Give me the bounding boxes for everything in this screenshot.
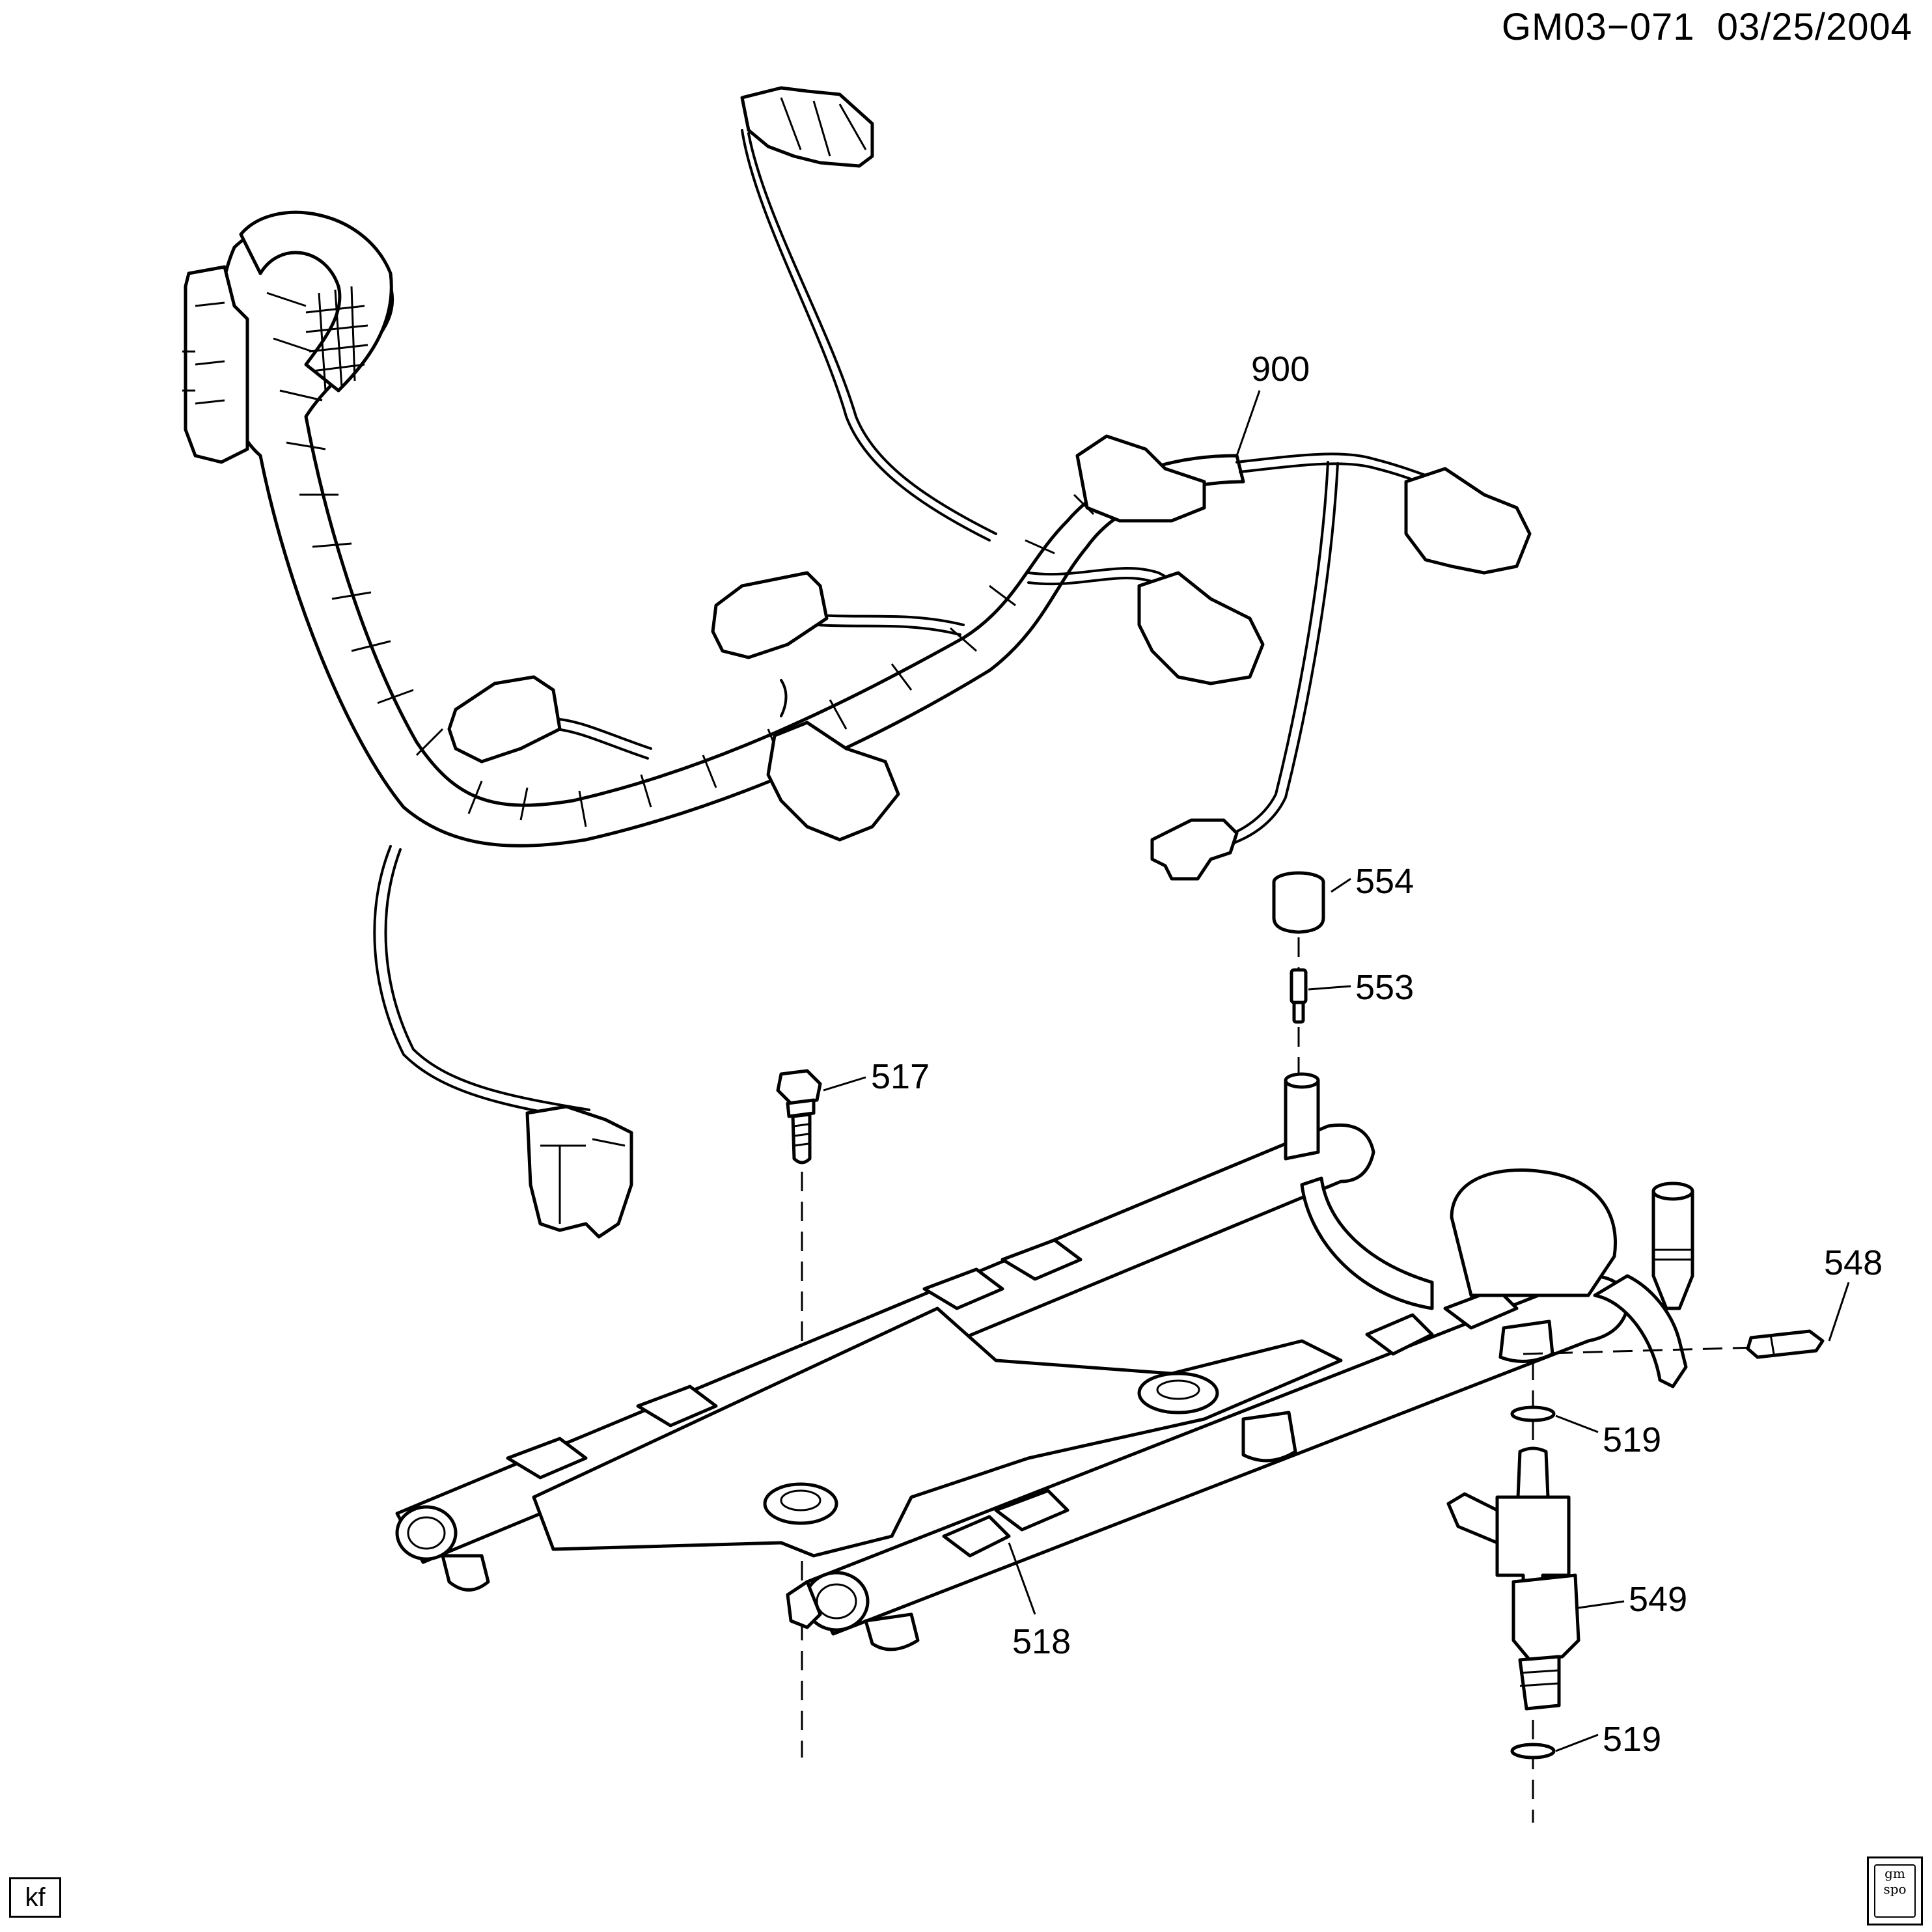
rail-tab xyxy=(922,1267,1004,1310)
callout-554: 554 xyxy=(1355,862,1414,901)
rail-tab xyxy=(942,1515,1011,1558)
part-548-clip xyxy=(1746,1329,1825,1359)
rail-tab xyxy=(1000,1238,1083,1281)
diagram-date: 03/25/2004 xyxy=(1717,6,1912,48)
harness-branch-sensor xyxy=(780,679,788,717)
injector-cup xyxy=(441,1554,490,1592)
ecm-connector-detail xyxy=(182,301,225,405)
callout-519-lower: 519 xyxy=(1603,1720,1661,1759)
injector-connector-4 xyxy=(711,571,829,659)
injector-connector-1 xyxy=(1075,434,1206,523)
injector-cup xyxy=(1498,1319,1554,1363)
part-517-bolt xyxy=(776,1069,822,1165)
initials-text: kf xyxy=(25,1883,46,1912)
callout-518: 518 xyxy=(1012,1622,1071,1661)
rail-outlet-tube xyxy=(1593,1274,1688,1388)
coil-grid xyxy=(305,286,368,391)
part-553-valve xyxy=(1290,968,1308,1024)
callout-900: 900 xyxy=(1251,350,1310,389)
injector-connector-5 xyxy=(447,675,562,764)
bottom-connector xyxy=(525,1105,633,1239)
top-connector xyxy=(740,86,874,168)
harness-branch-lower-left xyxy=(559,718,652,750)
rail-hole xyxy=(763,1482,838,1525)
leader-519a xyxy=(1555,1414,1599,1433)
leader-lines xyxy=(823,390,1850,1752)
leader-900 xyxy=(1235,390,1261,456)
leader-553 xyxy=(1308,985,1351,991)
wiring-harness xyxy=(217,129,1459,1121)
harness-branch-lower-b xyxy=(384,848,590,1111)
fuel-pressure-regulator xyxy=(1450,1168,1617,1297)
rail-tab xyxy=(636,1385,718,1428)
rail-end-back xyxy=(395,1505,458,1561)
part-549-fuel-injector xyxy=(1446,1446,1580,1711)
rail-riser xyxy=(1284,1079,1320,1161)
callout-517: 517 xyxy=(871,1057,930,1096)
harness-branch-upper xyxy=(741,129,991,542)
callout-549: 549 xyxy=(1629,1580,1687,1619)
part-518-fuel-rail xyxy=(395,1072,1694,1651)
harness-branch-lower-left-b xyxy=(555,728,649,760)
injector-cup xyxy=(864,1612,920,1651)
harness-connectors xyxy=(182,86,1532,1239)
injector-connector-3 xyxy=(1137,571,1265,685)
leader-554 xyxy=(1331,877,1351,893)
part-554-cap xyxy=(1272,871,1325,934)
injector-lower-body xyxy=(1511,1573,1580,1662)
gmspo-logo: gm spo xyxy=(1867,1856,1923,1925)
callout-548: 548 xyxy=(1824,1243,1883,1282)
injector-cup xyxy=(1241,1411,1297,1463)
leader-549 xyxy=(1578,1600,1625,1609)
leader-517 xyxy=(823,1076,866,1092)
harness-branch-upper-b xyxy=(747,132,997,535)
harness-branch-down-b xyxy=(1222,462,1339,848)
gmspo-logo-mark: gm spo xyxy=(1874,1864,1916,1918)
injector-connector xyxy=(1446,1492,1499,1545)
injector-top xyxy=(1516,1446,1550,1499)
rail-bracket xyxy=(786,1580,822,1629)
diagram-header: GM03−071 03/25/2004 xyxy=(1502,5,1912,49)
part-519-oring-upper xyxy=(1510,1405,1556,1422)
part-519-oring-lower xyxy=(1510,1743,1556,1760)
harness-branch-lower xyxy=(373,845,587,1121)
leader-519b xyxy=(1555,1733,1599,1752)
top-connector-detail xyxy=(780,97,867,157)
callout-519-upper: 519 xyxy=(1603,1420,1661,1459)
rail-hole xyxy=(1137,1372,1219,1414)
bottom-connector-detail xyxy=(540,1138,626,1224)
leader-518 xyxy=(1008,1542,1036,1615)
rail-return-tube xyxy=(1300,1176,1434,1310)
callout-labels: 900 554 553 517 548 519 549 518 519 xyxy=(871,350,1883,1759)
rail-frame xyxy=(532,1306,1343,1558)
harness-branch-down xyxy=(1216,461,1329,841)
rail-tab xyxy=(506,1437,588,1480)
ecm-connector xyxy=(184,265,249,464)
diagram-id: GM03−071 xyxy=(1501,6,1695,48)
sensor-connector xyxy=(1150,818,1239,881)
rail-tab xyxy=(1365,1313,1434,1356)
leader-548 xyxy=(1828,1282,1850,1342)
axis-548 xyxy=(1523,1346,1758,1355)
rail-upright-fitting xyxy=(1651,1185,1694,1310)
rail-tab xyxy=(994,1489,1070,1532)
injector-connector-6 xyxy=(766,721,900,842)
injector-connector-2 xyxy=(1404,467,1532,575)
initials-box: kf xyxy=(9,1877,61,1918)
callout-553: 553 xyxy=(1355,968,1414,1007)
injector-tip xyxy=(1518,1655,1561,1711)
